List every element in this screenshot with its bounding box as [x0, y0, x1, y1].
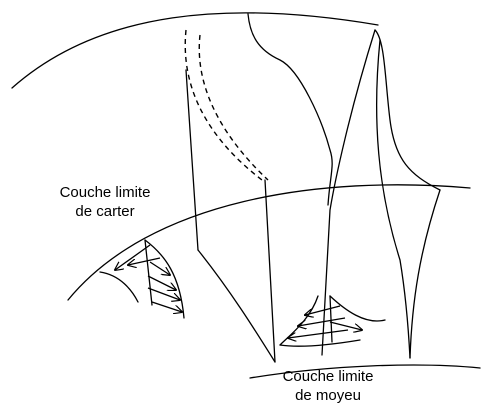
casing-label-line-2: de carter — [35, 202, 175, 221]
left-blade-hidden-edge — [185, 30, 262, 180]
left-blade-leading-edge — [186, 70, 198, 250]
casing-boundary-layer-profile — [100, 240, 184, 318]
left-blade-trailing-profile — [248, 14, 332, 205]
right-blade-trailing — [410, 190, 440, 358]
left-blade-hidden-edge-2 — [199, 35, 268, 180]
right-blade-body — [375, 30, 440, 190]
hub-boundary-layer-profile — [280, 296, 385, 346]
casing-arc — [12, 13, 378, 88]
hub-label-line-1: Couche limite — [258, 367, 398, 386]
casing-label-line-1: Couche limite — [35, 183, 175, 202]
left-blade-lower-edge — [198, 250, 275, 362]
hub-label-line-2: de moyeu — [258, 386, 398, 405]
right-blade-pressure-side — [377, 40, 410, 358]
hub-boundary-layer-label: Couche limite de moyeu — [258, 367, 398, 405]
casing-boundary-layer-label: Couche limite de carter — [35, 183, 175, 221]
left-blade-trailing-edge — [265, 180, 275, 362]
